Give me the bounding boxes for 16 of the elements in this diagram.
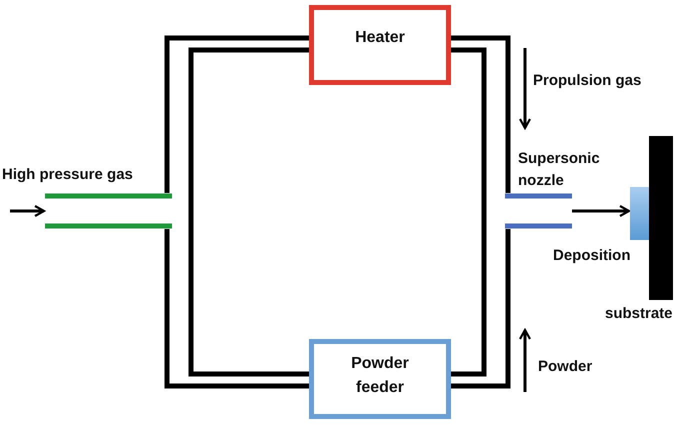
flow-label: Propulsion gas — [533, 72, 642, 89]
inlet-pipe — [45, 193, 172, 229]
substrate-bar — [649, 136, 673, 300]
arrow — [10, 204, 46, 218]
component-label: High pressure gas — [2, 166, 133, 183]
pipe-line — [164, 36, 312, 214]
arrow — [572, 204, 630, 218]
heater-box: Heater — [309, 5, 451, 85]
deposit-layer — [630, 187, 649, 240]
component-label: Deposition — [553, 247, 630, 264]
pipe-line — [164, 208, 312, 388]
supersonic-nozzle — [505, 193, 572, 229]
component-label: substrate — [605, 305, 673, 322]
powder-feeder-box: Powder feeder — [309, 339, 451, 419]
flow-label: Powder — [538, 358, 592, 375]
component-label: Supersonic nozzle — [518, 149, 601, 191]
